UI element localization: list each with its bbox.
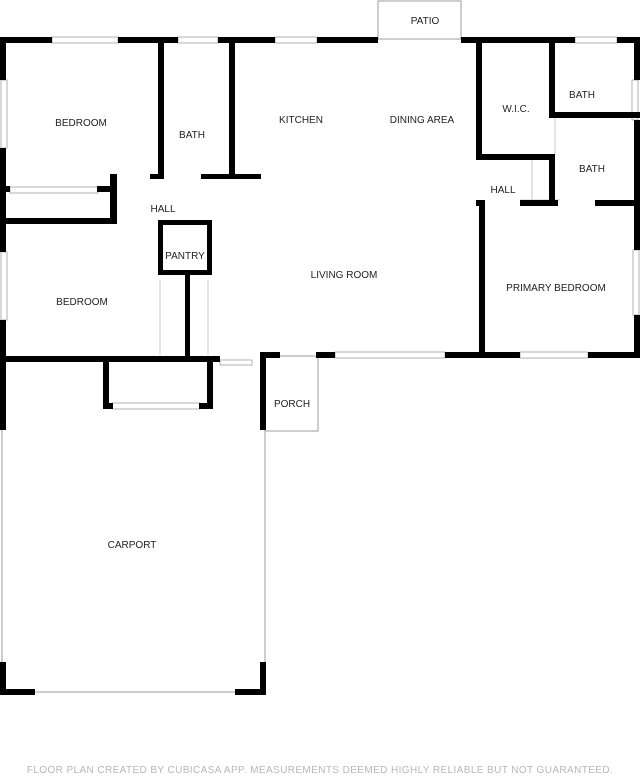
footer-disclaimer: FLOOR PLAN CREATED BY CUBICASA APP. MEAS… <box>26 765 614 776</box>
patio-outline <box>377 0 462 40</box>
walls <box>0 37 640 695</box>
pantry-label: PANTRY <box>165 251 205 262</box>
patio-label: PATIO <box>411 16 440 27</box>
room-labels: PATIO BEDROOM BATH KITCHEN DINING AREA W… <box>55 16 606 551</box>
carport-label: CARPORT <box>108 540 157 551</box>
kitchen-label: KITCHEN <box>279 115 323 126</box>
living-room-label: LIVING ROOM <box>311 270 378 281</box>
dining-area-label: DINING AREA <box>390 115 455 126</box>
outlines <box>0 0 640 693</box>
wic-label: W.I.C. <box>502 104 529 115</box>
bath-1-label: BATH <box>179 130 205 141</box>
door-lines <box>159 118 560 355</box>
bath-3-label: BATH <box>579 164 605 175</box>
hall-1-label: HALL <box>150 204 175 215</box>
bedroom-1-label: BEDROOM <box>55 118 107 129</box>
primary-bedroom-label: PRIMARY BEDROOM <box>506 283 606 294</box>
bedroom-2-label: BEDROOM <box>56 297 108 308</box>
porch-label: PORCH <box>274 399 310 410</box>
porch-outline <box>264 355 319 432</box>
hall-2-label: HALL <box>490 185 515 196</box>
bath-2-label: BATH <box>569 90 595 101</box>
